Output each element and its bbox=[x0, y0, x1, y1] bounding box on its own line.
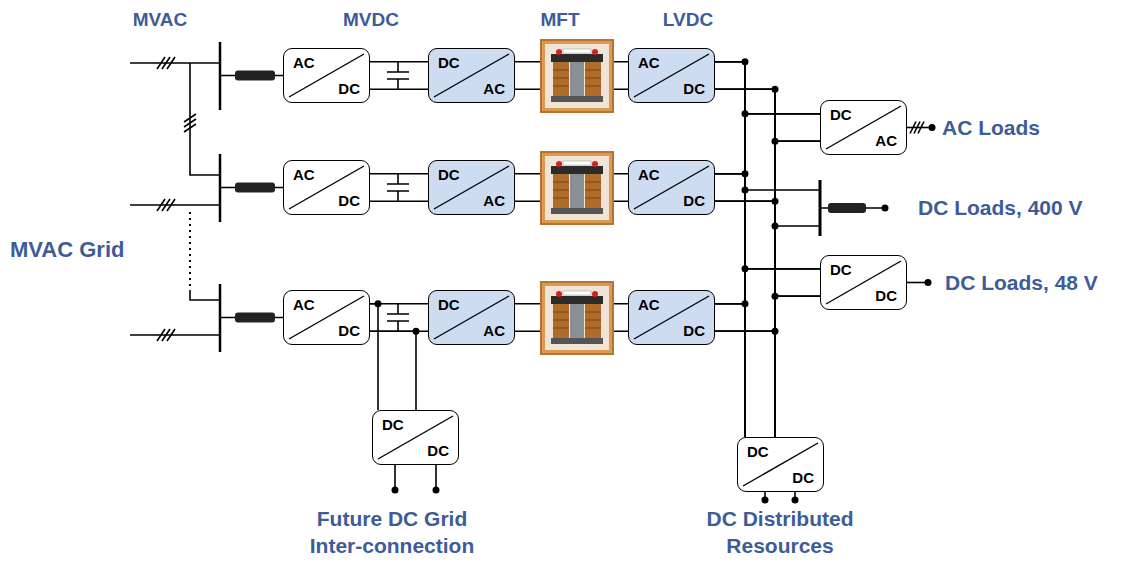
converter-block: DC DC bbox=[372, 410, 459, 465]
converter-type: DC bbox=[338, 192, 360, 209]
diagonal-line bbox=[378, 416, 453, 459]
converter-block: AC DC bbox=[283, 48, 370, 103]
converter-block: AC DC bbox=[628, 48, 715, 103]
converter-type: AC bbox=[638, 54, 660, 71]
converter-type: DC bbox=[427, 442, 449, 459]
converter-type: AC bbox=[483, 192, 505, 209]
section-label: DC Loads, 400 V bbox=[918, 194, 1083, 221]
section-label: Future DC Grid Inter-connection bbox=[292, 505, 492, 560]
converter-type: AC bbox=[293, 296, 315, 313]
converter-type: AC bbox=[483, 80, 505, 97]
converter-block: DC DC bbox=[737, 437, 824, 492]
dc-link-wire bbox=[715, 114, 820, 332]
converter-type: AC bbox=[638, 166, 660, 183]
converter-type: DC bbox=[683, 192, 705, 209]
dc-link-wire bbox=[715, 62, 820, 297]
mvac-grid-wiring bbox=[130, 42, 283, 352]
converter-type: AC bbox=[638, 296, 660, 313]
diagonal-line bbox=[634, 54, 709, 97]
dc-link-wire bbox=[370, 62, 428, 90]
dc-link-wire bbox=[370, 304, 416, 410]
section-label: MVAC bbox=[133, 8, 188, 33]
converter-block: DC AC bbox=[428, 48, 515, 103]
dc-link-wire bbox=[715, 269, 820, 332]
converter-type: DC bbox=[338, 80, 360, 97]
diagonal-line bbox=[826, 106, 901, 149]
converter-type: AC bbox=[875, 132, 897, 149]
diagonal-line bbox=[289, 166, 364, 209]
converter-type: DC bbox=[438, 296, 460, 313]
converter-type: DC bbox=[683, 80, 705, 97]
converter-type: AC bbox=[293, 54, 315, 71]
converter-type: DC bbox=[338, 322, 360, 339]
converter-type: DC bbox=[875, 287, 897, 304]
diagonal-line bbox=[289, 54, 364, 97]
converter-block: DC AC bbox=[820, 100, 907, 155]
diagonal-line bbox=[289, 296, 364, 339]
diagonal-line bbox=[434, 166, 509, 209]
converter-type: DC bbox=[747, 443, 769, 460]
diagonal-line bbox=[434, 296, 509, 339]
section-label: LVDC bbox=[663, 8, 713, 33]
diagonal-line bbox=[743, 443, 818, 486]
dc-link-capacitor bbox=[387, 62, 409, 332]
mft-photo bbox=[541, 152, 613, 224]
converter-block: AC DC bbox=[283, 160, 370, 215]
dc-link-wire bbox=[715, 304, 775, 437]
converter-block: DC AC bbox=[428, 160, 515, 215]
load-wiring bbox=[395, 122, 930, 501]
converter-type: DC bbox=[792, 469, 814, 486]
converter-block: DC DC bbox=[820, 255, 907, 310]
section-label: MVAC Grid bbox=[10, 236, 124, 265]
dc-link-wire bbox=[715, 62, 820, 142]
section-label: MVDC bbox=[343, 8, 399, 33]
dc-link-wire bbox=[715, 174, 820, 297]
converter-type: AC bbox=[293, 166, 315, 183]
section-label: MFT bbox=[540, 8, 579, 33]
converter-type: DC bbox=[438, 166, 460, 183]
converter-type: DC bbox=[830, 261, 852, 278]
diagonal-line bbox=[634, 166, 709, 209]
converter-type: DC bbox=[382, 416, 404, 433]
converter-block: AC DC bbox=[628, 160, 715, 215]
converter-block: AC DC bbox=[283, 290, 370, 345]
converter-type: DC bbox=[830, 106, 852, 123]
converter-block: AC DC bbox=[628, 290, 715, 345]
diagonal-line bbox=[434, 54, 509, 97]
section-label: AC Loads bbox=[942, 114, 1040, 141]
diagonal-line bbox=[634, 296, 709, 339]
dc-link-wire bbox=[370, 174, 428, 202]
mft-photo bbox=[541, 282, 613, 354]
dc-link-wire bbox=[715, 114, 820, 202]
converter-type: AC bbox=[483, 322, 505, 339]
mft-photo bbox=[541, 40, 613, 112]
section-label: DC Distributed Resources bbox=[680, 505, 880, 560]
diagonal-line bbox=[826, 261, 901, 304]
converter-type: DC bbox=[683, 322, 705, 339]
section-label: DC Loads, 48 V bbox=[945, 269, 1098, 296]
converter-block: DC AC bbox=[428, 290, 515, 345]
converter-type: DC bbox=[438, 54, 460, 71]
